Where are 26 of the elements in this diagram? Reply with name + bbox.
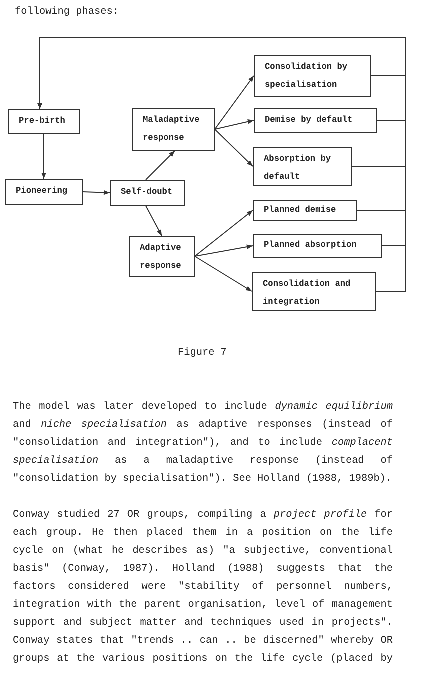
phase-box: Self-doubt: [110, 180, 185, 206]
phase-box: Planned demise: [253, 200, 357, 221]
phase-box: Demise by default: [254, 108, 377, 133]
phase-box: Maladaptive response: [132, 108, 215, 151]
phase-box: Pre-birth: [8, 109, 80, 134]
paragraph: Conway studied 27 OR groups, compiling a project profile for each group. He then placed them in a position on the life cycle on (what he describes as) "a subjective, conventional basis" (Conway, 1987). Holland (1988) suggests that the factors considered were "stability of personnel numbers, integration with the parent organisation, level of management support and subject matter and techniques used in projects". Conway states that "trends .. can .. be discerned" whereby OR groups at the various positions on the life cycle (placed by: [13, 508, 393, 667]
phase-box: Consolidation by specialisation: [254, 55, 371, 97]
arrow: [214, 120, 254, 130]
arrow: [38, 38, 406, 292]
arrow: [146, 206, 162, 236]
arrow: [42, 134, 46, 180]
arrow: [214, 76, 254, 130]
phase-box: Consolidation and integration: [252, 272, 376, 311]
arrow: [194, 256, 252, 292]
figure-caption: Figure 7: [178, 346, 227, 361]
phase-box: Absorption by default: [253, 147, 352, 186]
arrow: [214, 129, 254, 167]
paragraph: The model was later developed to include dynamic equilibrium and niche specialisation as adaptive responses (instead of "consolidation and integration"), and to include complacent specialisation as a maladaptive response (instead of "consolidation by specialisation"). See Holland (1988, 1989b).: [13, 400, 393, 487]
arrow: [82, 190, 110, 196]
phase-box: Adaptive response: [129, 236, 195, 277]
lead-in-text: following phases:: [15, 6, 120, 20]
phase-box: Pioneering: [5, 179, 83, 205]
arrow: [146, 150, 176, 180]
arrow: [194, 244, 254, 257]
phase-box: Planned absorption: [253, 234, 382, 258]
arrow: [194, 210, 254, 257]
